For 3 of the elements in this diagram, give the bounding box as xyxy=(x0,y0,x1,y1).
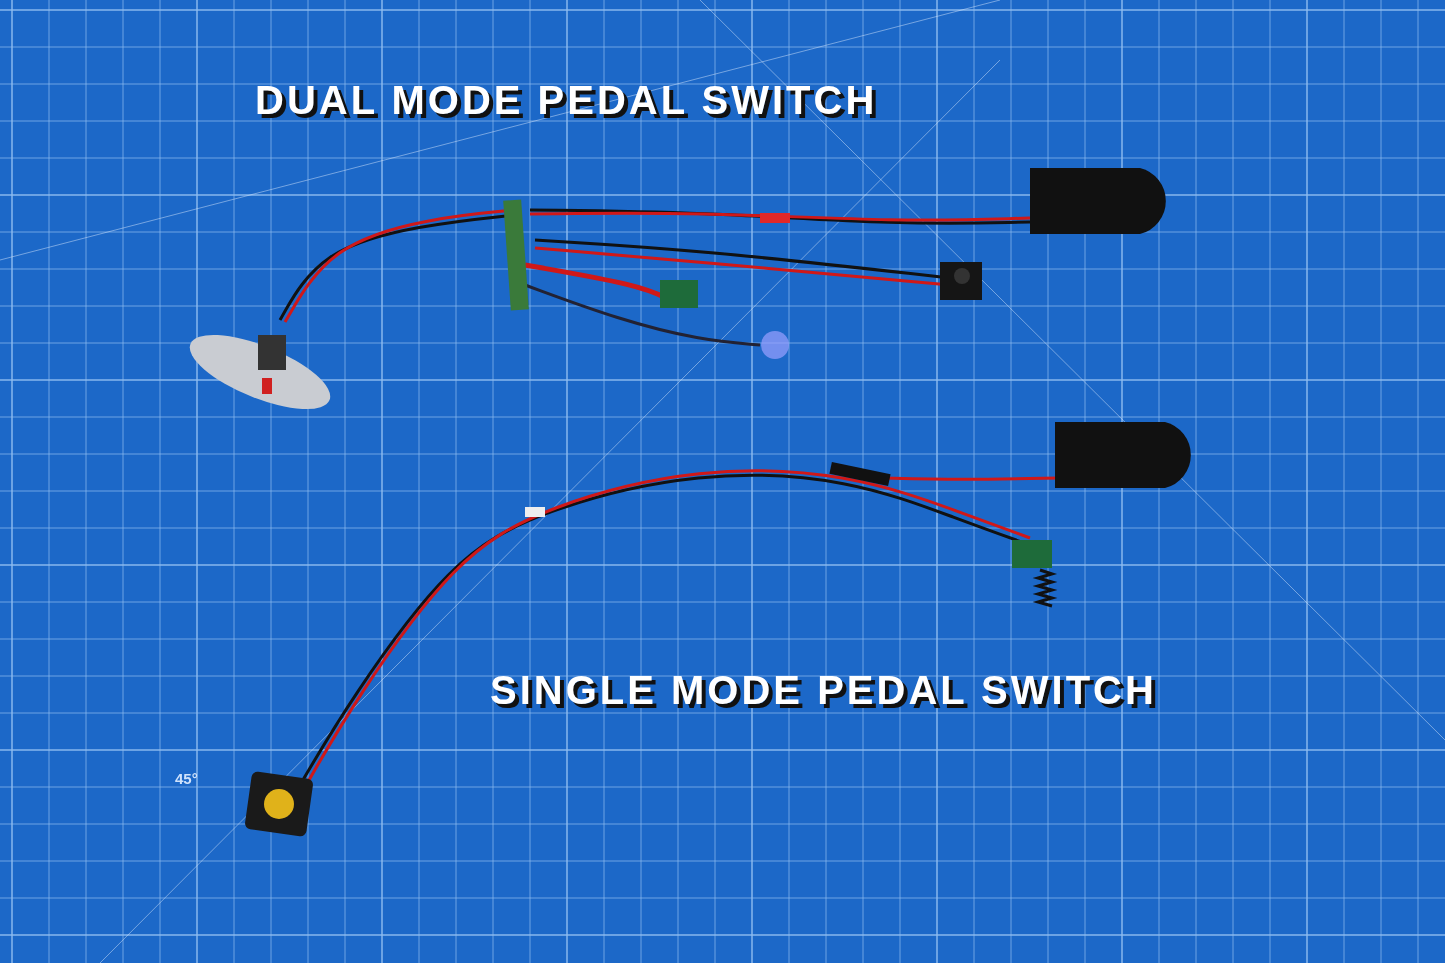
angle-label: 45° xyxy=(175,770,198,787)
title-label: SINGLE MODE PEDAL SWITCH xyxy=(490,668,1157,713)
title-label: DUAL MODE PEDAL SWITCH xyxy=(255,78,878,123)
